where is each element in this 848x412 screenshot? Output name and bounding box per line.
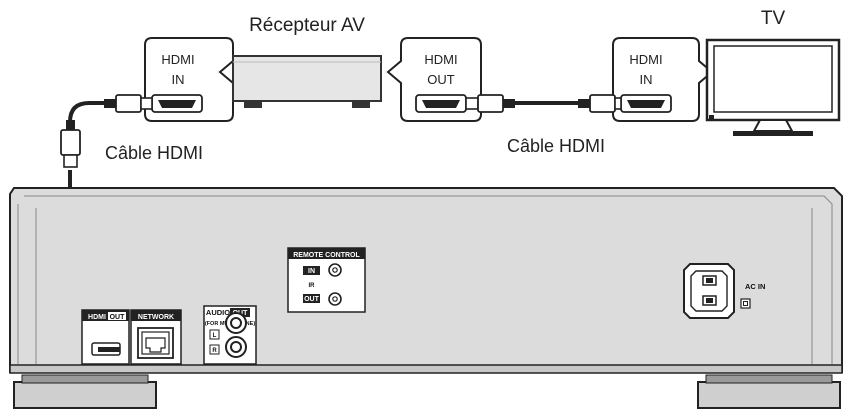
remote-out-jack-icon[interactable] xyxy=(328,292,342,306)
panel-hdmi-label: HDMI xyxy=(88,314,106,321)
receiver-label: Récepteur AV xyxy=(249,15,365,36)
tv-label: TV xyxy=(761,8,786,29)
panel-ac-in-label: AC IN xyxy=(745,282,765,291)
panel-network-label: NETWORK xyxy=(138,314,174,321)
bubble-in-text: IN xyxy=(172,72,185,87)
panel-remote-ir: IR xyxy=(309,283,316,289)
panel-hdmi-out-block: HDMI OUT xyxy=(81,309,130,365)
hdmi-port-icon xyxy=(620,94,672,113)
panel-remote-title: REMOTE CONTROL xyxy=(293,252,360,259)
receiver-hdmi-in-callout: HDMI IN xyxy=(144,37,234,122)
panel-remote-control-block: REMOTE CONTROL IN IR OUT xyxy=(287,247,366,313)
cable-label-left: Câble HDMI xyxy=(105,143,203,163)
tv-icon xyxy=(705,38,841,136)
tv-hdmi-in-callout: HDMI IN xyxy=(612,37,714,122)
panel-ac-in-block: AC IN xyxy=(683,263,765,319)
ethernet-port-icon[interactable] xyxy=(137,327,174,359)
av-receiver-icon xyxy=(232,55,382,108)
hdmi-port-icon xyxy=(415,94,467,113)
ac-inlet-icon[interactable] xyxy=(683,263,735,319)
panel-audio-r: R xyxy=(212,348,217,354)
cable-label-right: Câble HDMI xyxy=(507,136,605,156)
rca-jack-left-icon[interactable] xyxy=(225,312,247,334)
panel-hdmi-out-tag: OUT xyxy=(110,314,126,321)
panel-audio-label: AUDIO xyxy=(206,308,230,317)
panel-network-block: NETWORK xyxy=(130,309,182,365)
bubble-hdmi-text: HDMI xyxy=(629,52,662,67)
bubble-in-text: IN xyxy=(640,72,653,87)
bubble-out-text: OUT xyxy=(427,72,455,87)
hdmi-cable-receiver-to-tv xyxy=(465,94,622,113)
hdmi-port-icon xyxy=(151,94,203,113)
bubble-hdmi-text: HDMI xyxy=(424,52,457,67)
panel-audio-out-block: AUDIO OUT (FOR MULTI-ZONE) L R xyxy=(203,305,257,365)
rca-jack-right-icon[interactable] xyxy=(225,336,247,358)
panel-audio-l: L xyxy=(213,333,217,339)
panel-remote-in: IN xyxy=(308,268,315,275)
receiver-hdmi-out-callout: HDMI OUT xyxy=(386,37,482,122)
remote-in-jack-icon[interactable] xyxy=(328,263,342,277)
panel-remote-out: OUT xyxy=(304,296,320,303)
bubble-hdmi-text: HDMI xyxy=(161,52,194,67)
